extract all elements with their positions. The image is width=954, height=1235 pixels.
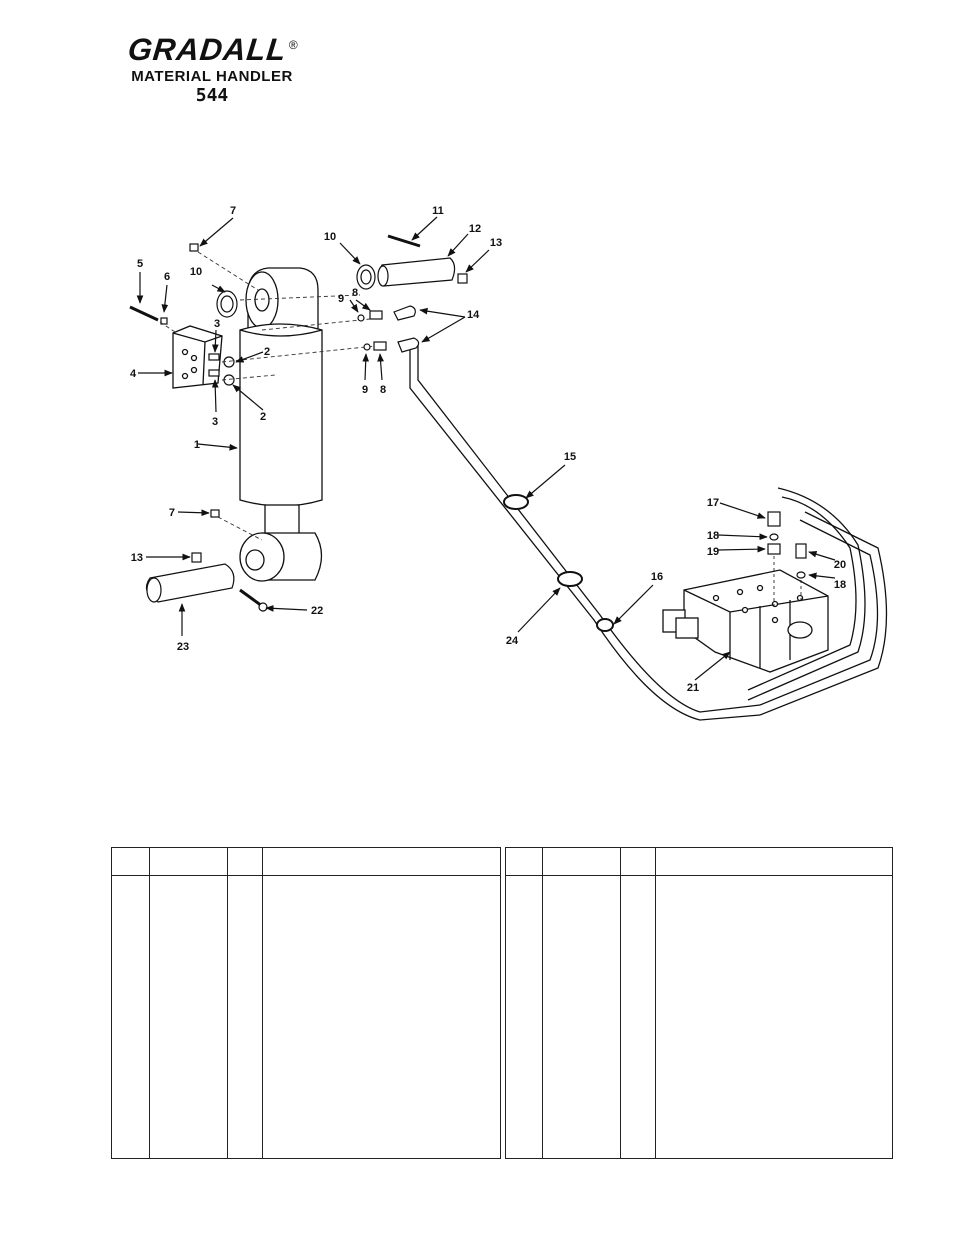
clamp-16-icon (596, 618, 614, 632)
callout-7b: 7 (169, 507, 175, 519)
callout-2b: 2 (260, 411, 266, 423)
elbow-14-icon (393, 305, 416, 321)
callout-10b: 10 (324, 231, 336, 243)
nut-13b-icon (191, 552, 202, 563)
callout-18b: 18 (834, 579, 846, 591)
callout-24: 24 (506, 635, 519, 647)
table-column-divider (262, 848, 263, 1158)
fitting-8-icon (369, 310, 383, 320)
callout-22: 22 (311, 605, 323, 617)
table-column-divider (542, 848, 543, 1158)
callout-9a: 9 (338, 293, 344, 305)
callout-21: 21 (687, 682, 699, 694)
table-column-divider (149, 848, 150, 1158)
table-column-divider (655, 848, 656, 1158)
bolt-11-icon (387, 234, 421, 248)
callout-18a: 18 (707, 530, 719, 542)
table-column-divider (620, 848, 621, 1158)
subtitle: MATERIAL HANDLER (131, 68, 293, 85)
grease-fitting-7-icon (189, 243, 199, 252)
brand-logo: GRADALL® MATERIAL HANDLER 544 (112, 32, 312, 106)
callout-5: 5 (137, 258, 143, 270)
callout-11: 11 (432, 205, 444, 217)
callout-13b: 13 (131, 552, 143, 564)
callout-1: 1 (194, 439, 200, 451)
fitting-17-icon (767, 511, 781, 527)
callout-6: 6 (164, 271, 170, 283)
callout-16: 16 (651, 571, 663, 583)
callout-9b: 9 (362, 384, 368, 396)
bolt-22-icon (239, 588, 263, 608)
adapter-19-icon (767, 543, 781, 555)
callout-4: 4 (130, 368, 137, 380)
oring-18-icon (769, 533, 779, 541)
clamp-15-icon (503, 494, 529, 510)
callout-3a: 3 (214, 318, 220, 330)
hydraulic-tube (409, 345, 888, 721)
fitting-3-icon (208, 353, 220, 361)
callout-8b: 8 (380, 384, 386, 396)
table-header (506, 848, 892, 876)
hydraulic-cylinder (239, 267, 323, 582)
nut-13-icon (457, 273, 468, 284)
clamp-24-icon (557, 571, 583, 587)
callout-17: 17 (707, 497, 719, 509)
table-header (112, 848, 500, 876)
callout-15: 15 (564, 451, 576, 463)
washer-6-icon (160, 317, 168, 325)
callout-7a: 7 (230, 205, 236, 217)
pin-12-icon (378, 257, 456, 287)
callout-8a: 8 (352, 287, 358, 299)
parts-table-left (111, 847, 501, 1159)
model-number: 544 (195, 85, 229, 106)
callout-10a: 10 (190, 266, 202, 278)
table-column-divider (227, 848, 228, 1158)
callout-12: 12 (469, 223, 481, 235)
callout-14: 14 (467, 309, 480, 321)
oring-9-icon (357, 314, 365, 322)
callout-13a: 13 (490, 237, 502, 249)
fitting-20-icon (795, 543, 807, 559)
parts-table-right (505, 847, 893, 1159)
pin-23-icon (145, 563, 235, 603)
callout-2a: 2 (264, 346, 270, 358)
callout-3b: 3 (212, 416, 218, 428)
callout-19: 19 (707, 546, 719, 558)
callout-23: 23 (177, 641, 189, 653)
control-valve (662, 569, 829, 673)
registered-mark: ® (288, 38, 298, 52)
bolt-5-icon (129, 305, 159, 322)
exploded-parts-diagram: 7 5 6 10 3 2 3 2 4 1 7 13 23 22 10 11 12… (129, 205, 888, 721)
callout-20: 20 (834, 559, 846, 571)
